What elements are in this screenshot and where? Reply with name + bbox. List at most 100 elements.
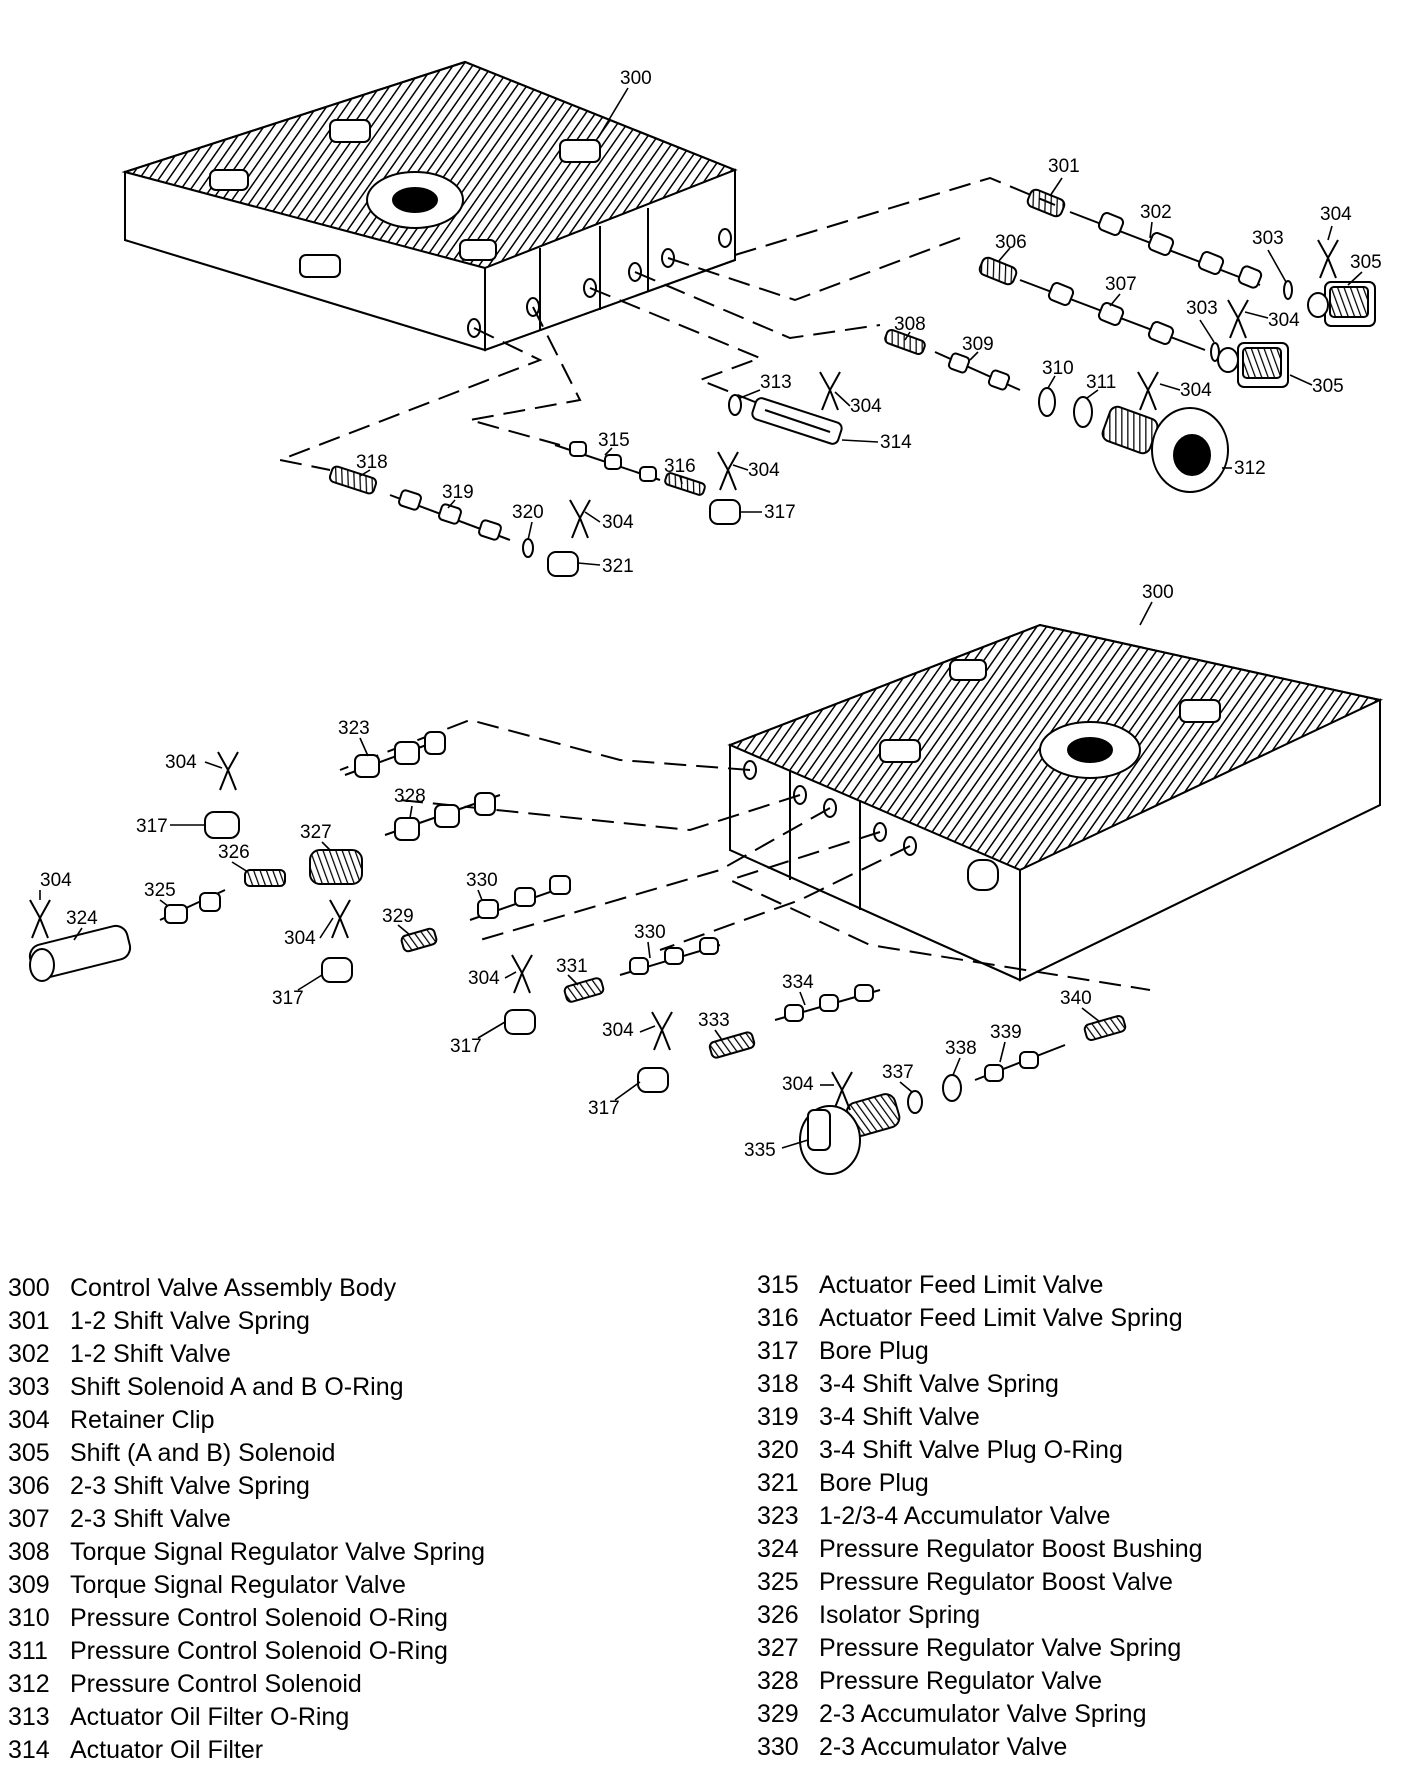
callout-302: 302 — [1140, 202, 1172, 223]
legend-part-number: 315 — [757, 1271, 799, 1299]
part-323-valve — [344, 731, 446, 778]
part-303-oring-a — [1283, 280, 1293, 300]
callout-337: 337 — [882, 1062, 914, 1083]
legend-part-name: Pressure Control Solenoid O-Ring — [70, 1637, 448, 1665]
legend-part-name: Shift (A and B) Solenoid — [70, 1439, 336, 1467]
callout-330-b: 330 — [634, 922, 666, 943]
callout-340: 340 — [1060, 988, 1092, 1009]
legend-part-number: 325 — [757, 1568, 799, 1596]
legend-part-name: Bore Plug — [819, 1469, 929, 1497]
legend-row: 318 3-4 Shift Valve Spring — [757, 1368, 1203, 1401]
legend-part-name: Pressure Regulator Valve — [819, 1667, 1103, 1695]
callout-309: 309 — [962, 334, 994, 355]
part-304-clip-j — [511, 954, 533, 994]
callout-306: 306 — [995, 232, 1027, 253]
part-304-clip-g — [217, 751, 239, 791]
part-304-clip-h — [29, 899, 51, 939]
callout-312: 312 — [1234, 458, 1266, 479]
part-330-valve-b — [619, 937, 721, 976]
legend-part-number: 328 — [757, 1667, 799, 1695]
legend-part-number: 309 — [8, 1571, 50, 1599]
callout-labels: 300 301 302 303 304 305 306 307 303 304 … — [40, 68, 1382, 1161]
part-317-plug-d — [504, 1009, 536, 1035]
legend-part-name: Actuator Oil Filter O-Ring — [70, 1703, 350, 1731]
callout-304-k: 304 — [602, 1020, 634, 1041]
legend-part-number: 302 — [8, 1340, 50, 1368]
legend-part-name: 1-2/3-4 Accumulator Valve — [819, 1502, 1111, 1530]
legend-part-name: Pressure Regulator Boost Bushing — [819, 1535, 1203, 1563]
callout-304-g: 304 — [165, 752, 197, 773]
callout-304-i: 304 — [284, 928, 316, 949]
legend-part-name: 2-3 Shift Valve — [70, 1505, 231, 1533]
callout-304-l: 304 — [782, 1074, 814, 1095]
legend-part-number: 316 — [757, 1304, 799, 1332]
callout-300-upper: 300 — [620, 68, 652, 89]
part-338-oring — [942, 1074, 962, 1102]
part-304-clip-i — [329, 899, 351, 939]
callout-310: 310 — [1042, 358, 1074, 379]
part-309-valve — [934, 351, 1021, 391]
legend-part-name: Actuator Oil Filter — [70, 1736, 264, 1764]
part-304-clip-d — [819, 371, 841, 411]
callout-314: 314 — [880, 432, 912, 453]
part-304-clip-k — [651, 1011, 673, 1051]
legend-part-number: 318 — [757, 1370, 799, 1398]
part-302-shift-valve — [1069, 211, 1263, 289]
callout-304-a: 304 — [1320, 204, 1352, 225]
legend-part-name: 3-4 Shift Valve Spring — [819, 1370, 1059, 1398]
legend-part-number: 319 — [757, 1403, 799, 1431]
callout-317-d: 317 — [450, 1036, 482, 1057]
legend-part-name: Shift Solenoid A and B O-Ring — [70, 1373, 404, 1401]
valve-body-lower — [727, 623, 1384, 982]
part-307-shift-valve — [1019, 279, 1206, 351]
legend-part-name: 2-3 Shift Valve Spring — [70, 1472, 310, 1500]
legend-part-name: 2-3 Accumulator Valve — [819, 1733, 1068, 1761]
callout-307: 307 — [1105, 274, 1137, 295]
part-331-spring — [563, 977, 605, 1003]
callout-304-e: 304 — [748, 460, 780, 481]
legend-part-number: 301 — [8, 1307, 50, 1335]
callout-303-a: 303 — [1252, 228, 1284, 249]
part-316-spring — [664, 472, 706, 496]
part-327-spring — [309, 849, 363, 885]
callout-315: 315 — [598, 430, 630, 451]
callout-333: 333 — [698, 1010, 730, 1031]
part-314-filter — [751, 397, 843, 445]
callout-320: 320 — [512, 502, 544, 523]
callout-317-c: 317 — [272, 988, 304, 1009]
callout-328: 328 — [394, 786, 426, 807]
callout-330-a: 330 — [466, 870, 498, 891]
legend-part-name: Isolator Spring — [819, 1601, 981, 1629]
callout-308: 308 — [894, 314, 926, 335]
callout-304-b: 304 — [1268, 310, 1300, 331]
part-304-clip-a — [1317, 239, 1339, 279]
legend-part-name: Torque Signal Regulator Valve Spring — [70, 1538, 486, 1566]
part-304-clip-f — [569, 499, 591, 539]
part-340-spring — [1083, 1014, 1127, 1042]
callout-335: 335 — [744, 1140, 776, 1161]
part-337-oring — [907, 1090, 923, 1114]
legend-part-number: 324 — [757, 1535, 799, 1563]
legend-part-number: 300 — [8, 1274, 50, 1302]
callout-317-e: 317 — [588, 1098, 620, 1119]
part-328-valve — [384, 792, 501, 841]
